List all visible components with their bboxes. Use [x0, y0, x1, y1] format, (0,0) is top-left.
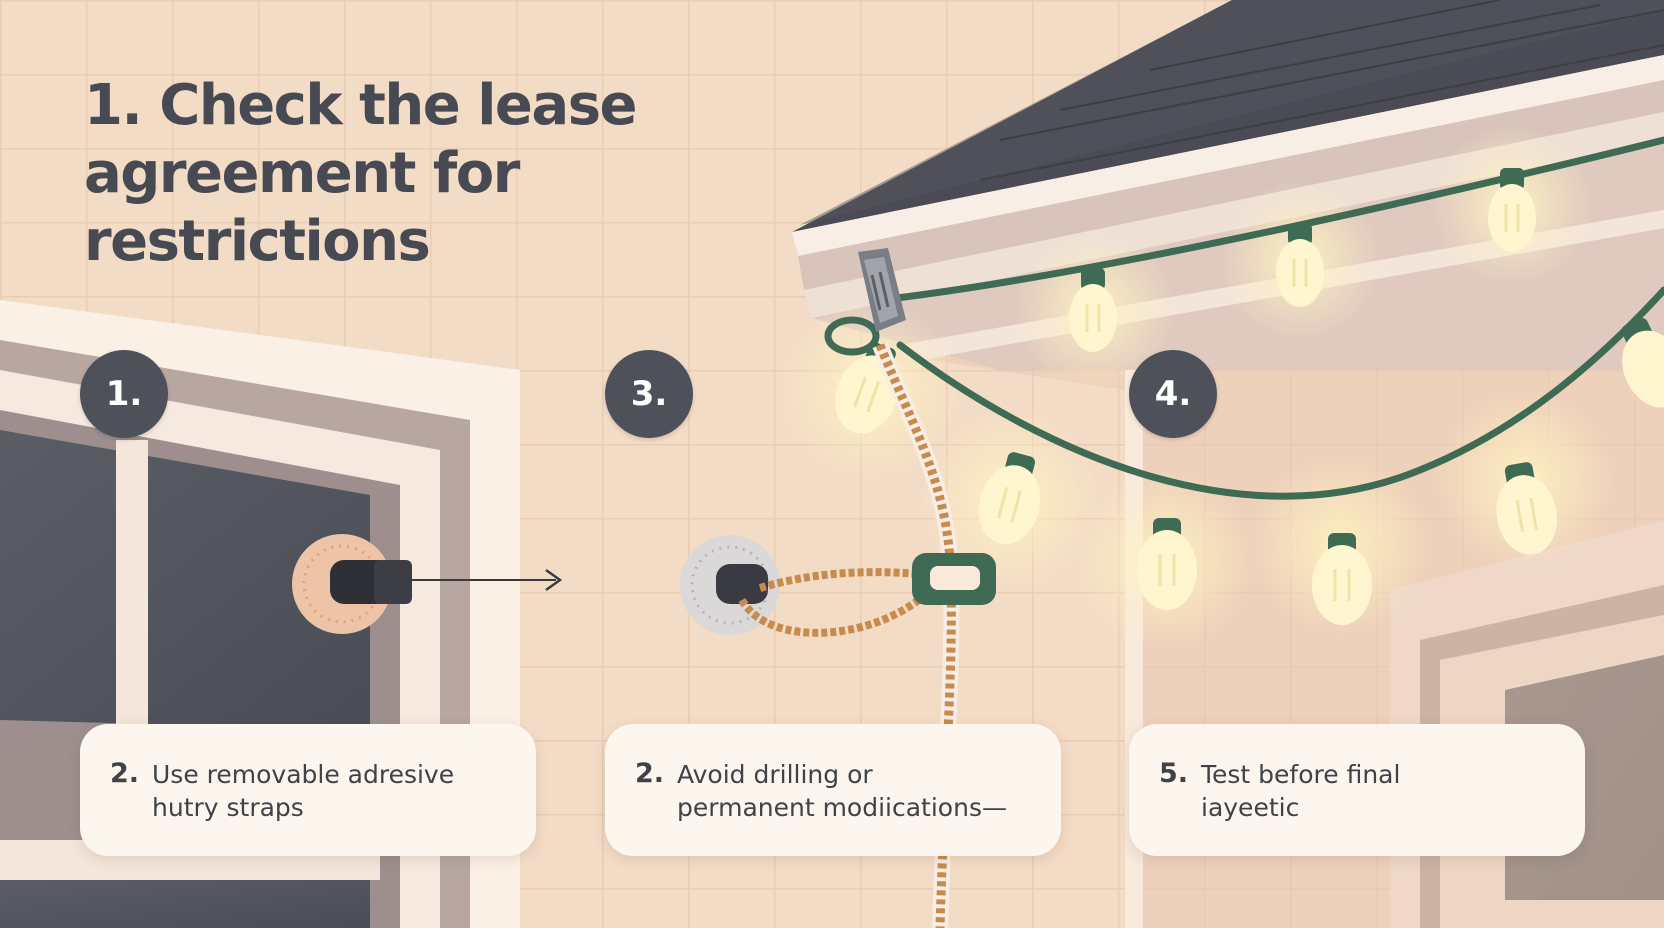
rope-loop: [738, 568, 933, 637]
tip-line-2: iayeetic: [1201, 793, 1300, 822]
tip-text: Test before final iayeetic: [1201, 758, 1571, 824]
lower-row-bulbs: [835, 317, 1664, 625]
top-row-bulbs: [1069, 168, 1536, 352]
step-badge-1: 1.: [80, 350, 168, 438]
title-line-3: restrictions: [84, 209, 431, 274]
tip-card-avoid-drilling: 2. Avoid drilling or permanent modiicati…: [605, 724, 1061, 856]
tip-line-1: Avoid drilling or: [677, 760, 873, 789]
gutter-clip-icon: [858, 248, 906, 332]
tip-line-2: hutry straps: [152, 793, 304, 822]
page-title: 1. Check the lease agreement for restric…: [84, 72, 704, 276]
tip-line-1: Test before final: [1201, 760, 1401, 789]
tip-card-adhesive-straps: 2. Use removable adresive hutry straps: [80, 724, 536, 856]
step-badge-4: 4.: [1129, 350, 1217, 438]
tip-card-test-before: 5. Test before final iayeetic: [1129, 724, 1585, 856]
tip-line-2: permanent modiications—: [677, 793, 1007, 822]
adhesive-hook-1-icon: [292, 534, 412, 634]
title-line-1: 1. Check the lease: [84, 73, 638, 138]
tip-number: 2.: [110, 758, 140, 789]
title-line-2: agreement for: [84, 141, 520, 206]
arrow-right-icon: [412, 568, 563, 592]
tip-line-1: Use removable adresive: [152, 760, 455, 789]
tip-number: 2.: [635, 758, 665, 789]
tip-text: Use removable adresive hutry straps: [152, 758, 522, 824]
cord-clip-icon: [912, 553, 996, 605]
tip-number: 5.: [1159, 758, 1189, 789]
adhesive-hook-2-icon: [680, 535, 780, 635]
step-badge-3: 3.: [605, 350, 693, 438]
tip-text: Avoid drilling or permanent modiications…: [677, 758, 1047, 824]
